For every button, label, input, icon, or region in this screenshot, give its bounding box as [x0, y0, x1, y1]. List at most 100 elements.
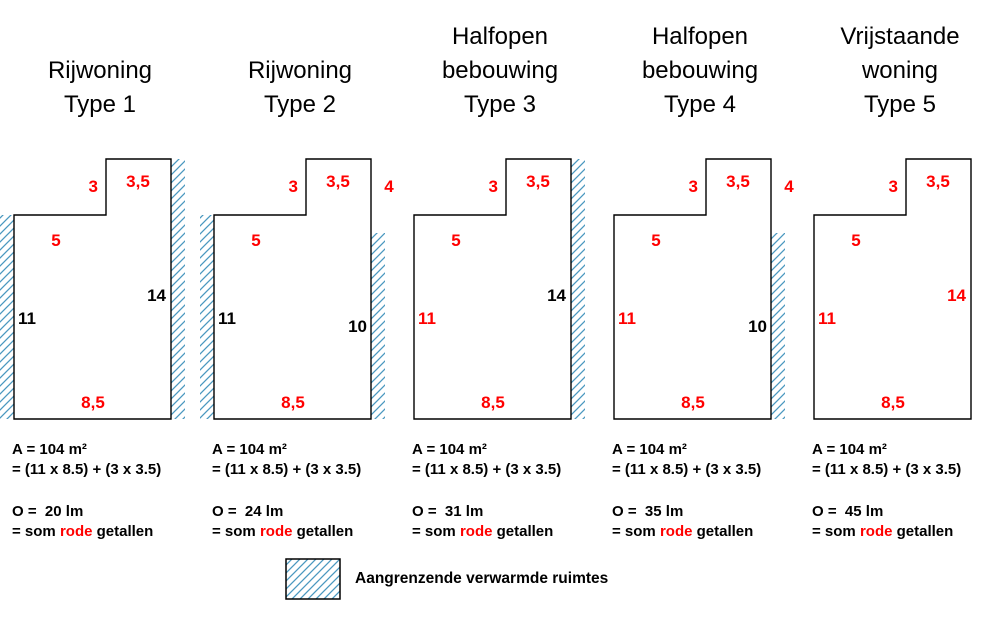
perimeter-note-suffix: getallen — [892, 523, 954, 540]
floor-plan-type-4: 3 3,5 4 5 11 10 8,5 — [613, 158, 794, 420]
perimeter-note-prefix: = som — [412, 523, 460, 540]
floor-plan-outline — [213, 158, 372, 420]
perimeter-value: O = 35 lm — [612, 503, 684, 520]
formula-block-type-4: A = 104 m² = (11 x 8.5) + (3 x 3.5) O = … — [600, 440, 800, 542]
perimeter-note-suffix: getallen — [292, 523, 354, 540]
dim-bump-left: 3 — [89, 177, 98, 196]
area-value: A = 104 m² — [612, 441, 687, 458]
type-5-title: Vrijstaande woning Type 5 — [800, 10, 1000, 122]
floor-plan-outline — [13, 158, 172, 420]
perimeter-note-red-word: rode — [859, 523, 893, 540]
perimeter-value: O = 24 lm — [212, 503, 284, 520]
dim-bump-left: 3 — [489, 177, 498, 196]
house-type-column-5: Vrijstaande woning Type 5 3 3,5 5 11 14 … — [800, 0, 1000, 542]
dim-bump-right: 4 — [384, 177, 394, 196]
dim-bump-left: 3 — [889, 177, 898, 196]
hatch-left-wall — [200, 215, 214, 419]
floor-plan-type-3: 3 3,5 5 11 14 8,5 — [413, 158, 585, 420]
dim-left: 11 — [818, 309, 836, 328]
floor-plan-type-2: 3 3,5 4 5 11 10 8,5 — [200, 158, 394, 420]
area-value: A = 104 m² — [212, 441, 287, 458]
area-formula: = (11 x 8.5) + (3 x 3.5) — [412, 461, 562, 478]
dim-left: 11 — [18, 309, 36, 328]
type-title-line: Vrijstaande — [840, 23, 960, 50]
perimeter-note: = som rode getallen — [812, 522, 1000, 542]
perimeter-note-prefix: = som — [12, 523, 60, 540]
type-title-line: Type 3 — [463, 91, 537, 118]
area-value: A = 104 m² — [812, 441, 887, 458]
type-4-title: Halfopen bebouwing Type 4 — [600, 10, 800, 122]
house-type-columns: Rijwoning Type 1 3 3,5 5 11 14 8,5 A = 1… — [0, 0, 1000, 542]
formula-spacer — [12, 480, 200, 502]
perimeter-note: = som rode getallen — [12, 522, 200, 542]
dim-top: 5 — [851, 231, 860, 250]
formula-block-type-3: A = 104 m² = (11 x 8.5) + (3 x 3.5) O = … — [400, 440, 600, 542]
dim-left: 11 — [618, 309, 636, 328]
area-value: A = 104 m² — [412, 441, 487, 458]
dim-right-lower: 10 — [348, 317, 367, 336]
perimeter-note-suffix: getallen — [92, 523, 154, 540]
dim-bump-top: 3,5 — [526, 172, 550, 191]
area-formula: = (11 x 8.5) + (3 x 3.5) — [812, 461, 962, 478]
dim-left: 11 — [218, 309, 236, 328]
perimeter-note: = som rode getallen — [412, 522, 600, 542]
dim-right-lower: 10 — [748, 317, 767, 336]
dim-bottom: 8,5 — [81, 393, 105, 412]
hatch-right-lower-wall — [371, 233, 385, 419]
dim-bottom: 8,5 — [281, 393, 305, 412]
dim-bottom: 8,5 — [881, 393, 905, 412]
type-title-line: Rijwoning — [47, 57, 153, 84]
dim-bump-top: 3,5 — [126, 172, 150, 191]
perimeter-note-prefix: = som — [212, 523, 260, 540]
house-type-column-4: Halfopen bebouwing Type 4 3 3,5 4 5 11 1… — [600, 0, 800, 542]
dim-bump-top: 3,5 — [726, 172, 750, 191]
hatch-left-wall — [0, 215, 14, 419]
formula-block-type-5: A = 104 m² = (11 x 8.5) + (3 x 3.5) O = … — [800, 440, 1000, 542]
type-title-line: Halfopen — [451, 23, 549, 50]
dim-top: 5 — [651, 231, 660, 250]
dim-bottom: 8,5 — [481, 393, 505, 412]
dim-bump-left: 3 — [689, 177, 698, 196]
area-formula: = (11 x 8.5) + (3 x 3.5) — [212, 461, 362, 478]
type-title-line: bebouwing — [441, 57, 559, 84]
perimeter-value: O = 45 lm — [812, 503, 884, 520]
perimeter-note-red-word: rode — [459, 523, 493, 540]
perimeter-note-suffix: getallen — [692, 523, 754, 540]
perimeter-note-suffix: getallen — [492, 523, 554, 540]
perimeter-value: O = 31 lm — [412, 503, 484, 520]
perimeter-note: = som rode getallen — [612, 522, 800, 542]
hatch-right-lower-wall — [771, 233, 785, 419]
dim-bump-left: 3 — [289, 177, 298, 196]
type-title-line: Type 5 — [863, 91, 937, 118]
perimeter-note-red-word: rode — [659, 523, 693, 540]
type-title-line: Type 1 — [63, 91, 137, 118]
floor-plan-outline — [413, 158, 572, 420]
dim-right: 14 — [147, 286, 166, 305]
type-1-title: Rijwoning Type 1 — [0, 10, 200, 122]
legend-label: Aangrenzende verwarmde ruimtes — [355, 570, 609, 587]
hatch-right-wall — [571, 159, 585, 419]
type-title-line: woning — [861, 57, 939, 84]
dim-bump-right: 4 — [784, 177, 794, 196]
house-type-column-2: Rijwoning Type 2 3 3,5 4 5 11 10 8,5 A =… — [200, 0, 400, 542]
dim-right: 14 — [547, 286, 566, 305]
perimeter-note-red-word: rode — [59, 523, 93, 540]
formula-spacer — [612, 480, 800, 502]
perimeter-note-red-word: rode — [259, 523, 293, 540]
perimeter-note: = som rode getallen — [212, 522, 400, 542]
type-title-line: Rijwoning — [247, 57, 353, 84]
house-type-column-1: Rijwoning Type 1 3 3,5 5 11 14 8,5 A = 1… — [0, 0, 200, 542]
hatch-right-wall — [171, 159, 185, 419]
dim-bump-top: 3,5 — [926, 172, 950, 191]
floor-plan-type-5: 3 3,5 5 11 14 8,5 — [813, 158, 972, 420]
type-title-line: Type 4 — [663, 91, 737, 118]
dim-top: 5 — [251, 231, 260, 250]
formula-block-type-1: A = 104 m² = (11 x 8.5) + (3 x 3.5) O = … — [0, 440, 200, 542]
type-title-line: Halfopen — [651, 23, 749, 50]
hatch-swatch-icon — [285, 558, 341, 600]
floor-plan-outline — [613, 158, 772, 420]
dim-top: 5 — [51, 231, 60, 250]
formula-spacer — [812, 480, 1000, 502]
type-title-line: Type 2 — [263, 91, 337, 118]
